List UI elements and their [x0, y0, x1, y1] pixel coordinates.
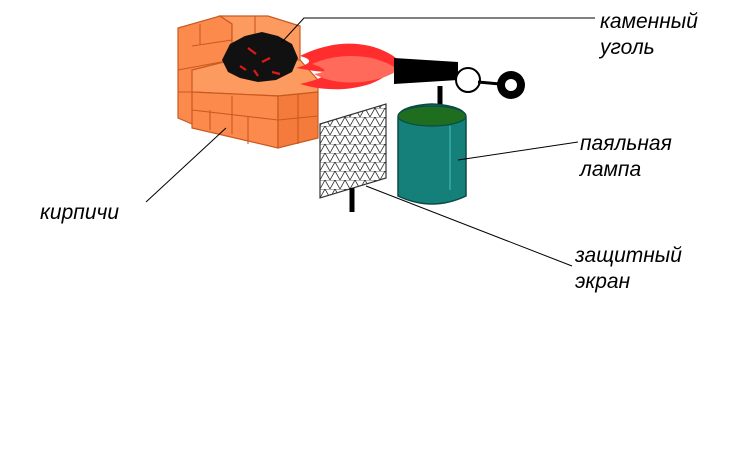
lamp-tank-icon	[397, 103, 467, 205]
mesh-screen-icon	[319, 103, 387, 212]
lamp-leader	[457, 141, 579, 161]
label-coal: каменный уголь	[600, 10, 698, 59]
screen-leader	[365, 185, 573, 267]
coal-pile-icon	[222, 32, 298, 82]
bricks-leader	[145, 127, 227, 203]
coal-leader	[281, 17, 595, 43]
leader-lines	[145, 17, 595, 267]
label-blowtorch: паяльная лампа	[580, 132, 672, 181]
flame-icon	[296, 43, 400, 90]
label-protective-screen: защитный экран	[575, 244, 682, 293]
label-bricks: кирпичи	[40, 201, 120, 224]
blowtorch-nozzle-icon	[394, 58, 525, 106]
